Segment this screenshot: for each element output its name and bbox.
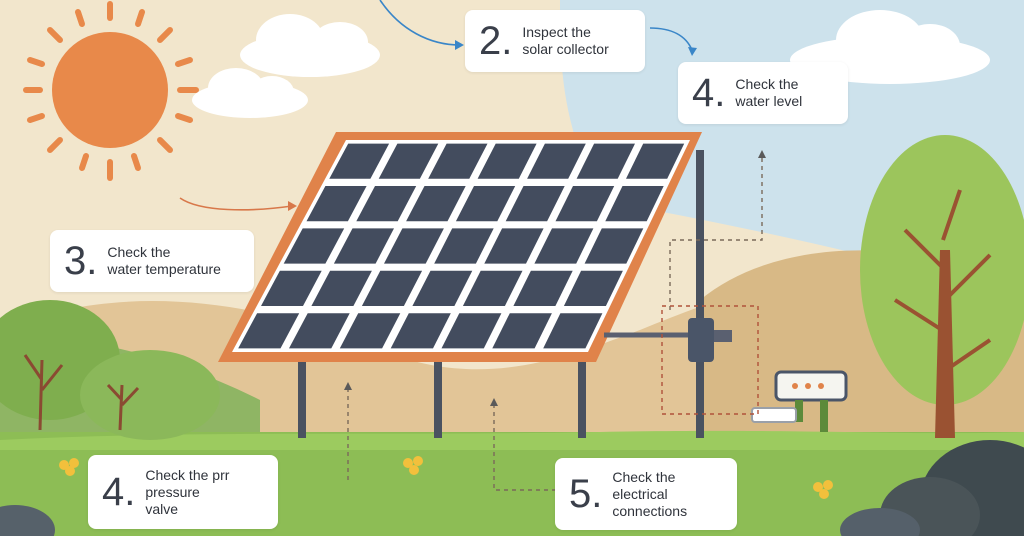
step-number: 3. [64,239,98,283]
panel-cell [513,270,573,306]
sun-icon [23,1,199,181]
step-text: water temperature [107,261,221,277]
panel-cell [434,228,494,264]
panel-cell [329,143,390,179]
step-number: 4. [692,71,726,115]
step-card-water-level: 4. Check the water level [678,62,848,124]
panel-cell [543,313,603,349]
panel-cell [477,143,537,179]
control-box-icon [751,370,848,432]
panel-cell [428,143,488,179]
panel-cell [505,186,565,222]
panel-cell [555,186,615,222]
panel-cell [339,313,401,349]
flower-icon [59,456,833,499]
step-number: 4. [102,470,136,514]
cloud-icon [192,68,308,118]
solar-panel [218,132,702,362]
step-text: solar collector [522,41,609,57]
panel-cell [356,186,417,222]
step-card-pressure-valve: 4. Check the prr pressure valve [88,455,278,529]
panel-cell [384,228,444,264]
panel-cell [626,143,685,179]
panel-cell [390,313,451,349]
cloud-icon [240,14,380,77]
arrow-heads [344,150,766,406]
panel-cell [361,270,423,306]
step-text: Check the prr [145,466,230,483]
step-text: connections [612,502,688,519]
panel-cell [462,270,523,306]
pressure-valve-device [688,318,714,362]
panel-cell [261,270,322,306]
bush-left [0,300,220,440]
leader-lines [347,156,763,491]
panel-cell [441,313,502,349]
step-number: 2. [479,19,513,63]
curved-arrows [379,0,693,51]
step-text: Check the [107,244,171,260]
panel-cell [306,186,367,222]
panel-cell [492,313,552,349]
bush-bottom-right [840,440,1024,536]
step-text: Check the [612,468,676,485]
panel-cell [333,228,394,264]
bush-bottom-left [0,505,55,536]
curved-arrow-orange [179,197,293,211]
panel-cell [605,186,664,222]
tree-right [860,135,1024,438]
panel-cell [406,186,466,222]
panel-cell [412,270,473,306]
step-number: 5. [569,472,603,516]
step-card-water-temperature: 3. Check the water temperature [50,230,254,292]
step-text: valve [145,500,179,517]
panel-cell [378,143,439,179]
step-card-inspect-collector: 2. Inspect the solar collector [465,10,645,72]
panel-cell [283,228,345,264]
panel-cell [534,228,594,264]
panel-stand [298,150,704,438]
step-card-electrical-connections: 5. Check the electrical connections [555,458,737,530]
panel-cell [289,313,350,349]
step-text: Check the [735,76,799,92]
panel-cell [563,270,623,306]
step-text: Inspect the [522,24,591,40]
step-text: pressure [145,483,200,500]
step-text: electrical [612,485,668,502]
panel-cell [484,228,544,264]
panel-cell [527,143,586,179]
panel-cell [311,270,372,306]
panel-cell [238,313,300,349]
panel-cell [584,228,644,264]
step-text: water level [735,93,803,109]
panel-cell [576,143,635,179]
panel-cell [455,186,516,222]
